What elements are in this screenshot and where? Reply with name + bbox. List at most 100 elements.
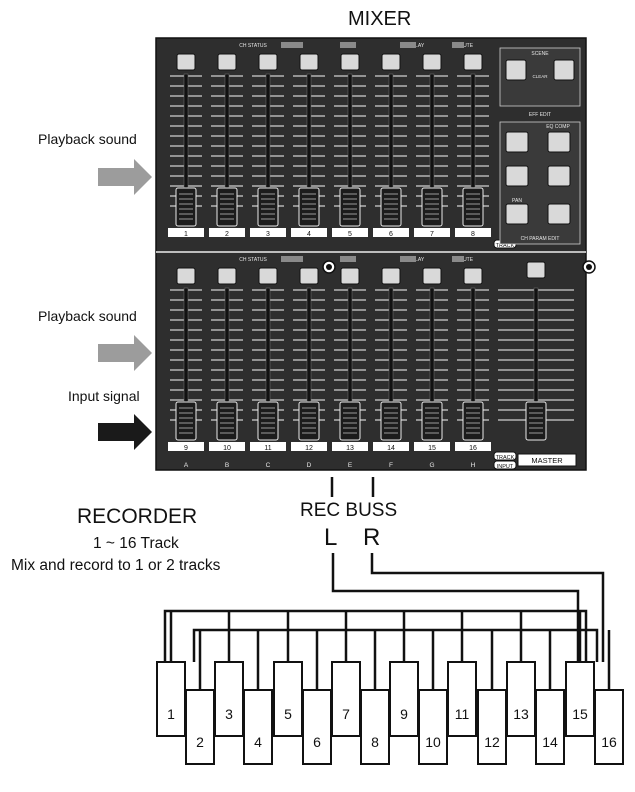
top-channel-number: 7 [430, 231, 434, 238]
input-letter: C [266, 462, 271, 469]
recorder-track-number: 4 [254, 734, 262, 750]
top-fader-cap [175, 187, 197, 227]
recorder-track-number: 16 [601, 734, 617, 750]
top-channel-key [463, 53, 483, 71]
recorder-track-box [565, 661, 595, 737]
top-status-led [340, 42, 356, 48]
recorder-track-box [389, 661, 419, 737]
top-status-tag: PLAY [412, 43, 425, 49]
bottom-fader-cap [216, 401, 238, 441]
recorder-track-number: 14 [542, 734, 558, 750]
input-letter: F [389, 462, 393, 469]
input-letter: H [471, 462, 476, 469]
bottom-number-plate [373, 442, 409, 451]
playback-arrow-top [98, 159, 152, 195]
recorder-track-box [535, 689, 565, 765]
bottom-channel-number: 11 [264, 445, 271, 452]
top-channel-key [217, 53, 237, 71]
rec-buss-r-wire [370, 553, 605, 662]
bottom-track-tag-box [493, 451, 517, 461]
bottom-channel-key [340, 267, 360, 285]
rec-buss-right-label: R [363, 524, 381, 551]
bottom-channel-number: 13 [346, 445, 354, 452]
recorder-title: RECORDER [77, 505, 198, 528]
bottom-number-plate [455, 442, 491, 451]
top-number-plate [332, 228, 368, 237]
master-key [526, 261, 546, 279]
bottom-channel-key [217, 267, 237, 285]
top-number-plate [209, 228, 245, 237]
bottom-input-tag-box [493, 460, 517, 470]
bottom-number-plate [332, 442, 368, 451]
bottom-number-plate [291, 442, 327, 451]
playback-sound-label-top: Playback sound [38, 131, 137, 147]
param-key [505, 165, 529, 187]
scene-label: SCENE [531, 51, 549, 57]
ch-param-edit-label: CH PARAM EDIT [521, 236, 560, 242]
bottom-status-tag: MUTE [459, 257, 474, 263]
input-letter: E [348, 462, 353, 469]
rec-buss-title: REC BUSS [300, 500, 398, 521]
bottom-fader-cap [339, 401, 361, 441]
bottom-fader-cap [421, 401, 443, 441]
master-label-box [517, 453, 577, 467]
param-key [547, 131, 571, 153]
top-track-tag: TRACK [496, 243, 515, 249]
top-channel-number: 8 [471, 231, 475, 238]
bottom-status-led [452, 256, 464, 262]
master-fader-cap [525, 401, 547, 441]
top-number-plate [373, 228, 409, 237]
top-fader-cap [216, 187, 238, 227]
top-channel-number: 6 [389, 231, 393, 238]
bottom-fader-cap [380, 401, 402, 441]
bottom-channel-number: 12 [305, 445, 313, 452]
recorder-track-number: 7 [342, 706, 350, 722]
bottom-track-tag: TRACK [496, 455, 515, 461]
input-letter: A [184, 462, 189, 469]
param-key [547, 203, 571, 225]
input-signal-arrow [98, 414, 152, 450]
eff-edit-label: EFF EDIT [529, 112, 551, 118]
bottom-fader-cap [462, 401, 484, 441]
top-channel-key [422, 53, 442, 71]
recorder-track-box [447, 661, 477, 737]
bottom-channel-key [422, 267, 442, 285]
bottom-number-plate [209, 442, 245, 451]
track-bus-odd [163, 609, 588, 662]
master-label: MASTER [531, 456, 563, 465]
bottom-status-tag: CH STATUS [239, 257, 267, 263]
bottom-channel-number: 9 [184, 445, 188, 452]
recorder-track-number: 3 [225, 706, 233, 722]
top-number-plate [250, 228, 286, 237]
bottom-status-led [281, 256, 303, 262]
top-fader-cap [339, 187, 361, 227]
recorder-track-box [594, 689, 624, 765]
top-number-plate [455, 228, 491, 237]
recorder-track-box [302, 689, 332, 765]
top-channel-key [381, 53, 401, 71]
top-channel-number: 5 [348, 231, 352, 238]
recorder-track-number: 11 [455, 706, 470, 722]
pan-label: PAN [512, 198, 522, 204]
recorder-track-box [477, 689, 507, 765]
recorder-mix-note: Mix and record to 1 or 2 tracks [11, 557, 221, 574]
recorder-track-number: 5 [284, 706, 292, 722]
top-channel-number: 2 [225, 231, 229, 238]
bottom-fader-cap [175, 401, 197, 441]
top-channel-key [176, 53, 196, 71]
recorder-track-number: 1 [167, 706, 175, 722]
bottom-number-plate [168, 442, 204, 451]
top-channel-key [340, 53, 360, 71]
bottom-channel-number: 14 [387, 445, 395, 452]
recorder-track-number: 6 [313, 734, 321, 750]
top-fader-cap [421, 187, 443, 227]
input-letter: G [429, 462, 434, 469]
eq-comp-label: EQ COMP [546, 124, 570, 130]
param-key [547, 165, 571, 187]
playback-arrow-bottom [98, 335, 152, 371]
top-channel-number: 4 [307, 231, 311, 238]
top-status-tag: MUTE [459, 43, 474, 49]
top-fader-cap [380, 187, 402, 227]
top-status-tag: CH STATUS [239, 43, 267, 49]
